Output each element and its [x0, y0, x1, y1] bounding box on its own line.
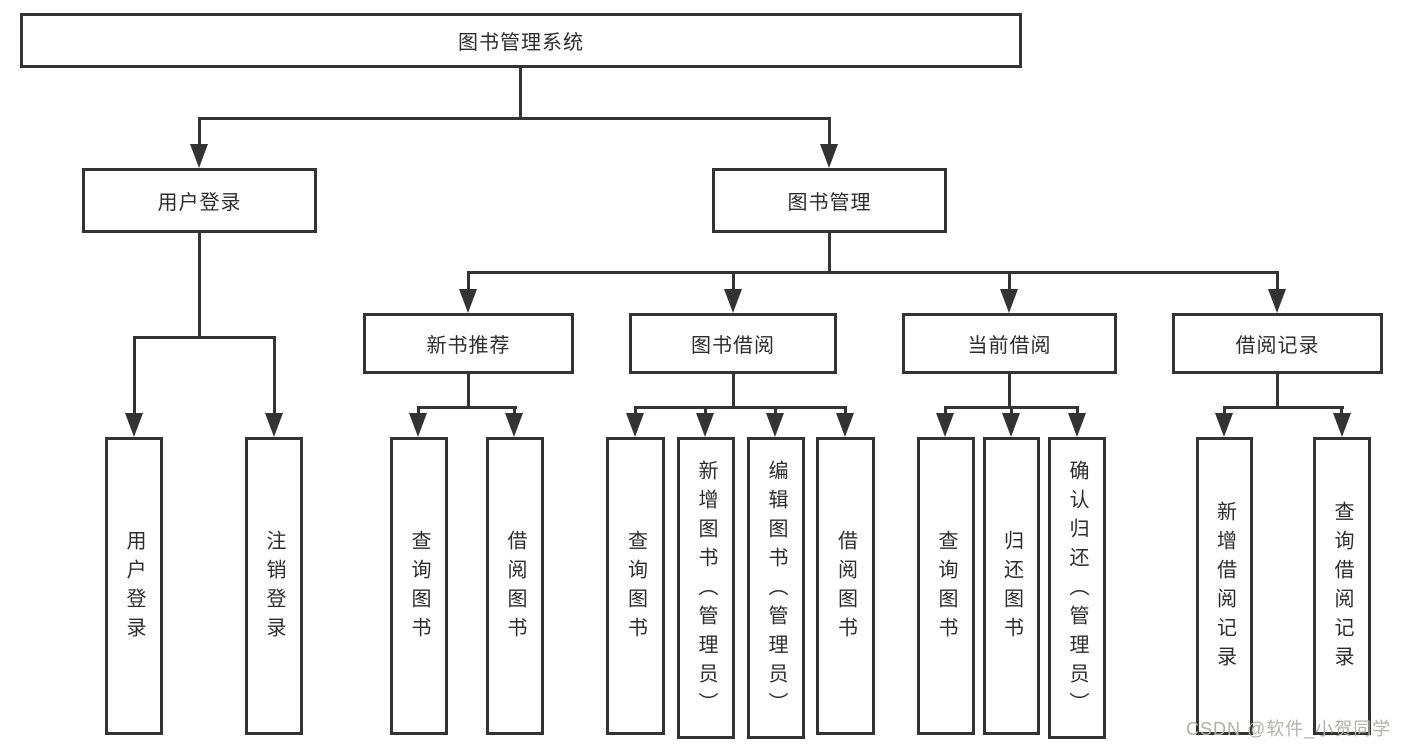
leaf-edit-books-admin: 编辑图书（管理员）	[747, 437, 805, 739]
arrow-down-icon	[936, 413, 954, 437]
node-new-book-recommend: 新书推荐	[363, 313, 574, 374]
arrow-down-icon	[265, 413, 283, 437]
connector-line	[844, 406, 847, 418]
connector-line	[634, 406, 847, 409]
connector-line	[133, 336, 136, 418]
arrow-down-icon	[1000, 289, 1018, 313]
leaf-query-borrow-record: 查询借阅记录	[1313, 437, 1371, 735]
connector-line	[198, 233, 201, 339]
node-book-borrow: 图书借阅	[629, 313, 837, 374]
node-current-borrow: 当前借阅	[902, 313, 1117, 374]
connector-line	[732, 271, 735, 294]
arrow-down-icon	[696, 413, 714, 437]
leaf-user-login: 用户登录	[105, 437, 163, 735]
connector-line	[198, 117, 831, 120]
connector-line	[732, 374, 735, 409]
connector-line	[828, 233, 831, 274]
connector-line	[1010, 406, 1013, 418]
arrow-down-icon	[836, 413, 854, 437]
connector-line	[417, 406, 420, 418]
arrow-down-icon	[626, 413, 644, 437]
connector-line	[198, 117, 201, 149]
leaf-query-books-recommend: 查询图书	[390, 437, 448, 735]
leaf-add-books-admin: 新增图书（管理员）	[677, 437, 735, 739]
connector-line	[1008, 374, 1011, 409]
arrow-down-icon	[190, 144, 208, 168]
leaf-add-borrow-record: 新增借阅记录	[1196, 437, 1253, 735]
connector-line	[774, 406, 777, 418]
connector-line	[467, 374, 470, 409]
node-root-library-system: 图书管理系统	[20, 13, 1022, 68]
arrow-down-icon	[1333, 413, 1351, 437]
connector-line	[704, 406, 707, 418]
leaf-logout: 注销登录	[245, 437, 303, 735]
leaf-borrow-books-recommend: 借阅图书	[486, 437, 544, 735]
connector-line	[467, 271, 470, 294]
connector-line	[467, 271, 1279, 274]
connector-line	[417, 406, 517, 409]
connector-line	[519, 67, 522, 119]
arrow-down-icon	[766, 413, 784, 437]
leaf-return-books: 归还图书	[983, 437, 1040, 735]
arrow-down-icon	[125, 413, 143, 437]
connector-line	[634, 406, 637, 418]
connector-line	[1276, 374, 1279, 409]
arrow-down-icon	[1068, 413, 1086, 437]
leaf-confirm-return-admin: 确认归还（管理员）	[1048, 437, 1106, 739]
arrow-down-icon	[724, 289, 742, 313]
arrow-down-icon	[820, 144, 838, 168]
connector-line	[513, 406, 516, 418]
csdn-watermark: CSDN @软件_小贺同学	[1186, 719, 1392, 739]
node-user-login: 用户登录	[82, 168, 317, 233]
connector-line	[1223, 406, 1226, 418]
arrow-down-icon	[1215, 413, 1233, 437]
leaf-borrow-books: 借阅图书	[816, 437, 875, 735]
arrow-down-icon	[409, 413, 427, 437]
connector-line	[1276, 271, 1279, 294]
connector-line	[944, 406, 947, 418]
arrow-down-icon	[459, 289, 477, 313]
connector-line	[1008, 271, 1011, 294]
connector-line	[273, 336, 276, 418]
leaf-query-books-borrow: 查询图书	[606, 437, 665, 735]
node-borrow-records: 借阅记录	[1172, 313, 1383, 374]
node-book-management: 图书管理	[712, 168, 947, 233]
leaf-query-books-current: 查询图书	[917, 437, 975, 735]
connector-line	[1340, 406, 1343, 418]
connector-line	[133, 336, 276, 339]
arrow-down-icon	[505, 413, 523, 437]
arrow-down-icon	[1002, 413, 1020, 437]
connector-line	[1223, 406, 1344, 409]
connector-line	[1076, 406, 1079, 418]
arrow-down-icon	[1268, 289, 1286, 313]
connector-line	[828, 117, 831, 149]
